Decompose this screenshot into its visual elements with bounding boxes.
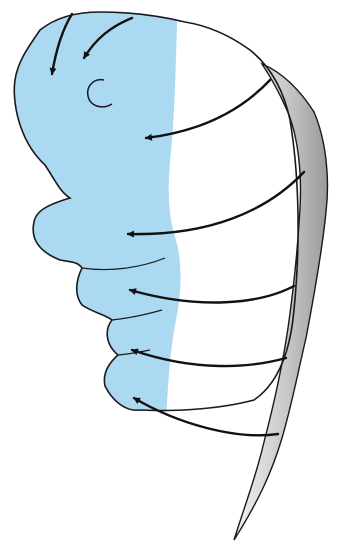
umbilical-band — [234, 64, 328, 540]
